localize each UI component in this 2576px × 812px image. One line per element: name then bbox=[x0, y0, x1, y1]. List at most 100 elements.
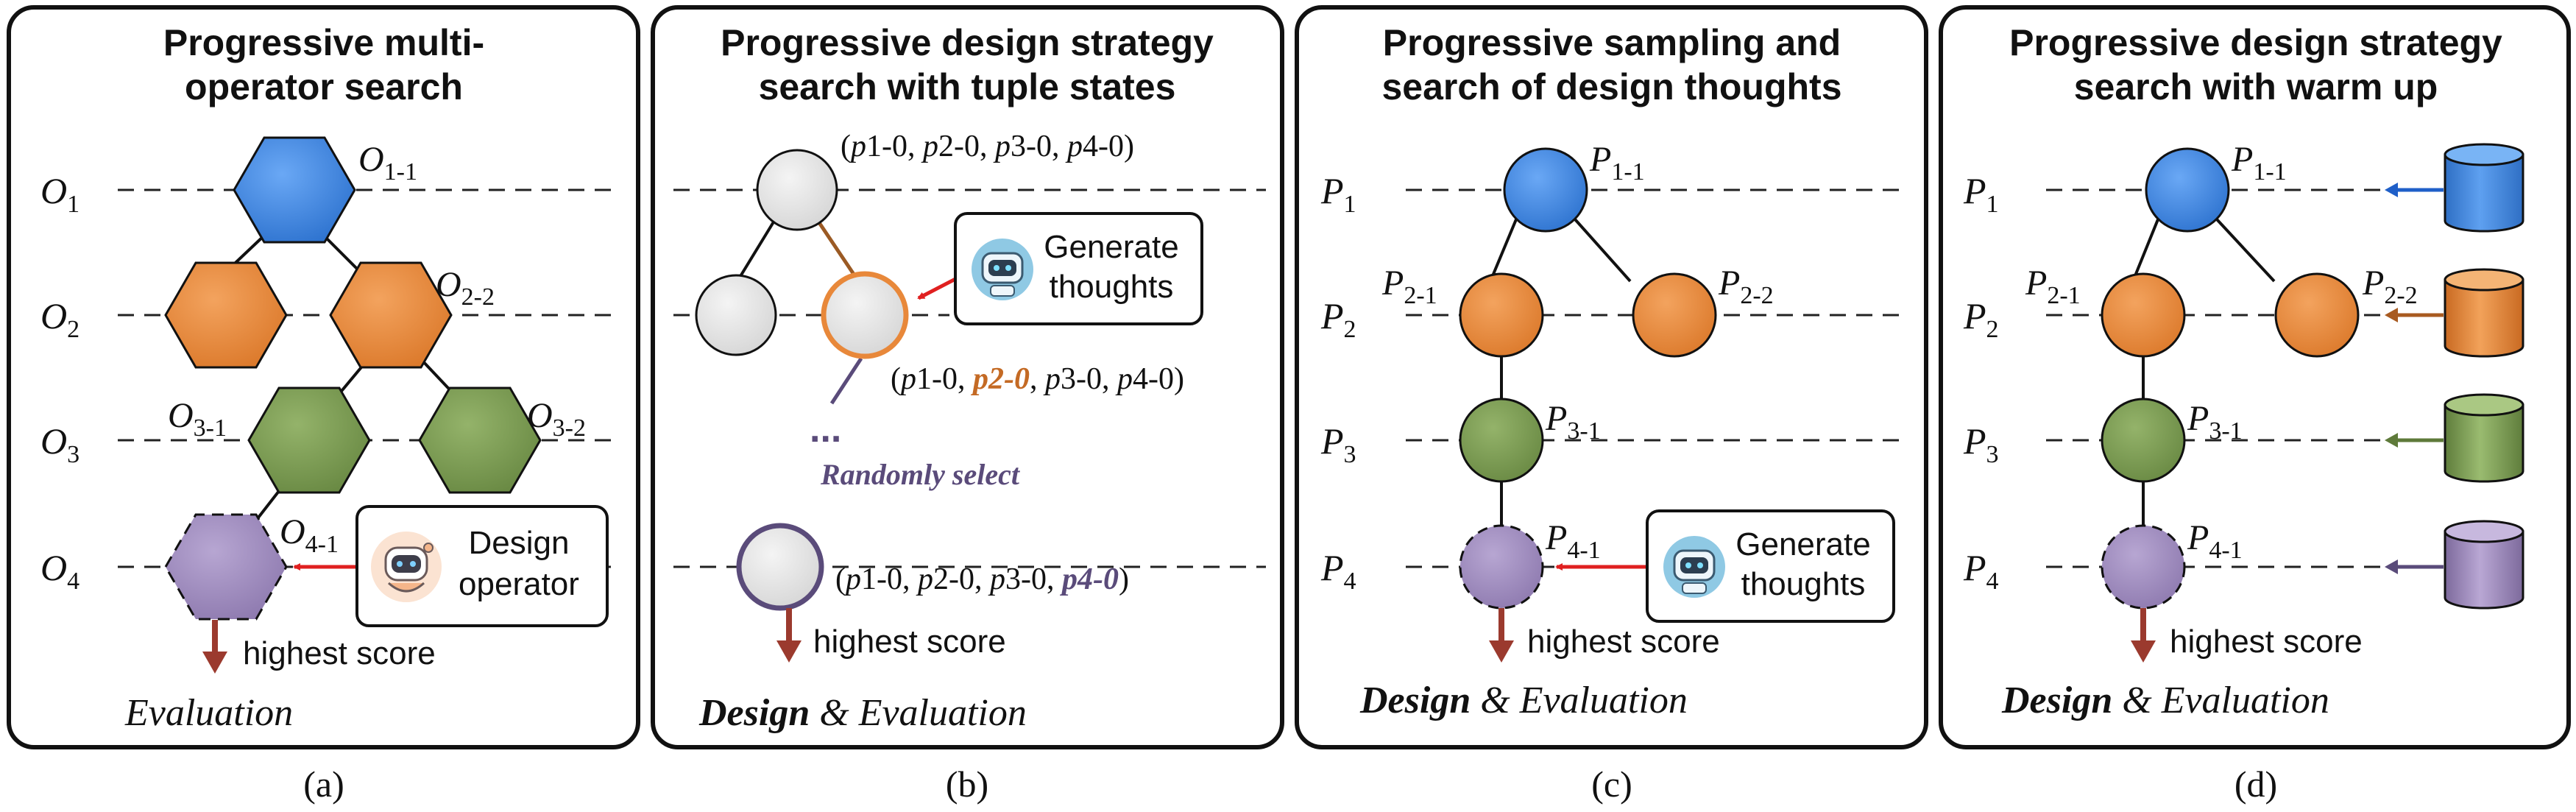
score-arrowhead-d bbox=[2131, 640, 2156, 663]
label-o3-2: O3-2 bbox=[527, 396, 586, 442]
agent-box-a-line1: Design bbox=[469, 525, 570, 561]
panel-d: Progressive design strategy search with … bbox=[1939, 5, 2571, 805]
panel-a: Progressive multi- operator search O1 O2… bbox=[7, 5, 640, 805]
robot-assistant-icon bbox=[371, 532, 442, 602]
panel-a-title-line2: operator search bbox=[185, 66, 463, 107]
node-c-p2-1 bbox=[1459, 272, 1544, 358]
edge-c-11-21 bbox=[1489, 219, 1518, 282]
label-c-p2-1: P2-1 bbox=[1381, 264, 1437, 309]
node-d-p4-1 bbox=[2101, 524, 2186, 610]
node-d-p1-1 bbox=[2145, 147, 2230, 233]
node-b-mid-left bbox=[695, 274, 777, 356]
warmup-arrowhead-2 bbox=[2385, 308, 2398, 322]
ellipsis-b: ... bbox=[810, 408, 841, 451]
level-label-o1: O1 bbox=[40, 170, 79, 218]
score-arrowhead-b bbox=[776, 640, 802, 663]
node-d-p2-1 bbox=[2101, 272, 2186, 358]
label-o3-1: O3-1 bbox=[168, 396, 227, 442]
edge-b-top-mid bbox=[813, 216, 860, 281]
panel-c-title-line1: Progressive sampling and bbox=[1383, 22, 1841, 63]
eval-label-a: Evaluation bbox=[124, 692, 293, 734]
panel-b-title-line2: search with tuple states bbox=[759, 66, 1176, 107]
agent-box-a-line2: operator bbox=[459, 566, 579, 602]
node-o2-2 bbox=[329, 261, 453, 369]
eval-label-c: Design & Evaluation bbox=[1359, 679, 1688, 721]
node-c-p4-1 bbox=[1459, 524, 1544, 610]
tuple-top: (p1-0, p2-0, p3-0, p4-0) bbox=[841, 130, 1134, 163]
score-arrowhead-c bbox=[1489, 640, 1514, 663]
caption-d: (d) bbox=[2234, 763, 2277, 805]
label-d-p1-1: P1-1 bbox=[2231, 140, 2287, 186]
edge-d-11-21 bbox=[2131, 219, 2159, 282]
level-label-p4-d: P4 bbox=[1963, 547, 1999, 595]
edge-b-mid-down bbox=[829, 357, 863, 405]
tuple-mid: (p1-0, p2-0, p3-0, p4-0) bbox=[891, 362, 1184, 396]
eval-label-b: Design & Evaluation bbox=[698, 692, 1027, 734]
panel-d-frame bbox=[1939, 5, 2571, 749]
node-d-p2-2 bbox=[2274, 272, 2360, 358]
score-label-a: highest score bbox=[243, 635, 436, 671]
node-o1-1 bbox=[233, 136, 356, 244]
agent-box-b-line1: Generate bbox=[1044, 229, 1178, 265]
panel-d-title-line2: search with warm up bbox=[2074, 66, 2438, 107]
panel-b-title-line1: Progressive design strategy bbox=[721, 22, 1214, 63]
score-label-b: highest score bbox=[813, 624, 1006, 660]
node-b-bottom bbox=[736, 523, 824, 611]
label-c-p3-1: P3-1 bbox=[1545, 399, 1601, 445]
node-d-p3-1 bbox=[2101, 398, 2186, 483]
warmup-arrowhead-3 bbox=[2385, 433, 2398, 448]
level-label-p1-c: P1 bbox=[1320, 170, 1356, 218]
score-label-c: highest score bbox=[1527, 624, 1720, 660]
caption-a: (a) bbox=[303, 763, 344, 805]
edge-c-11-22 bbox=[1574, 218, 1632, 283]
label-o1-1: O1-1 bbox=[358, 140, 417, 186]
panel-a-title-line1: Progressive multi- bbox=[163, 22, 484, 63]
node-b-top bbox=[756, 149, 838, 231]
warmup-arrowhead-4 bbox=[2385, 559, 2398, 574]
level-label-o4: O4 bbox=[40, 547, 79, 595]
level-label-p4-c: P4 bbox=[1320, 547, 1356, 595]
agent-box-c-line1: Generate bbox=[1735, 526, 1870, 562]
label-o2-2: O2-2 bbox=[436, 265, 495, 311]
warmup-arrowhead-1 bbox=[2385, 183, 2398, 197]
edge-b-top-left bbox=[735, 216, 778, 285]
label-d-p3-1: P3-1 bbox=[2187, 399, 2243, 445]
node-o2-1 bbox=[164, 261, 288, 369]
agent-box-c-line2: thoughts bbox=[1741, 566, 1866, 602]
level-label-p3-c: P3 bbox=[1320, 420, 1356, 468]
level-label-p3-d: P3 bbox=[1963, 420, 1999, 468]
label-c-p1-1: P1-1 bbox=[1589, 140, 1645, 186]
database-icon-green bbox=[2444, 393, 2524, 483]
label-c-p4-1: P4-1 bbox=[1545, 518, 1601, 564]
score-arrowhead-a bbox=[202, 652, 227, 674]
label-c-p2-2: P2-2 bbox=[1718, 264, 1774, 309]
agent-arrow-b bbox=[917, 276, 958, 300]
database-icon-orange bbox=[2444, 268, 2524, 358]
robot-head-icon bbox=[1663, 536, 1725, 598]
score-label-d: highest score bbox=[2170, 624, 2363, 660]
level-label-p2-c: P2 bbox=[1320, 295, 1356, 343]
panel-c: Progressive sampling and search of desig… bbox=[1295, 5, 1928, 805]
edge-d-11-22 bbox=[2215, 218, 2276, 283]
label-d-p2-2: P2-2 bbox=[2362, 264, 2418, 309]
level-label-o3: O3 bbox=[40, 420, 79, 468]
node-c-p2-2 bbox=[1632, 272, 1717, 358]
level-label-p2-d: P2 bbox=[1963, 295, 1999, 343]
panel-b: Progressive design strategy search with … bbox=[651, 5, 1284, 805]
label-d-p2-1: P2-1 bbox=[2025, 264, 2081, 309]
node-o3-1 bbox=[247, 386, 371, 494]
level-label-o2: O2 bbox=[40, 295, 79, 343]
node-b-mid-selected bbox=[821, 271, 909, 359]
panel-c-title-line2: search of design thoughts bbox=[1381, 66, 1841, 107]
caption-c: (c) bbox=[1591, 763, 1632, 805]
tuple-bot: (p1-0, p2-0, p3-0, p4-0) bbox=[835, 562, 1129, 596]
caption-b: (b) bbox=[946, 763, 988, 805]
robot-head-icon bbox=[972, 239, 1033, 300]
database-icon-blue bbox=[2444, 143, 2524, 233]
eval-label-d: Design & Evaluation bbox=[2001, 679, 2329, 721]
label-d-p4-1: P4-1 bbox=[2187, 518, 2243, 564]
node-o4-1 bbox=[164, 513, 288, 621]
node-c-p3-1 bbox=[1459, 398, 1544, 483]
randomly-select-label: Randomly select bbox=[820, 458, 1021, 491]
